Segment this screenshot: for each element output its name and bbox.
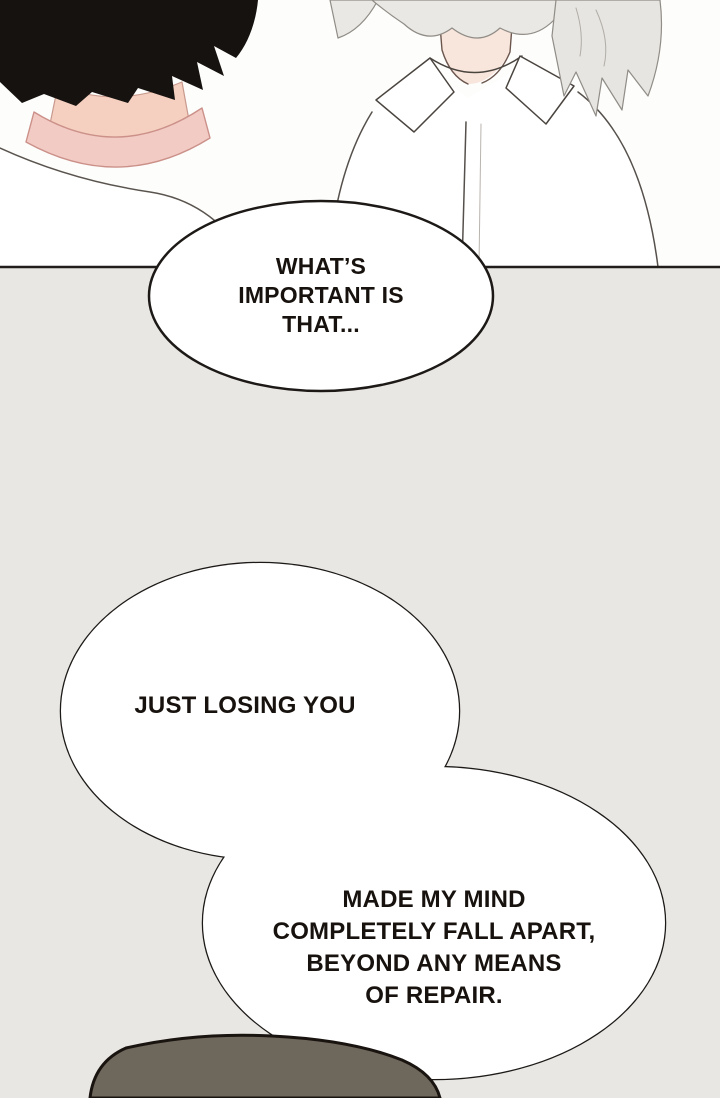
character-right-neck-line-right [481,0,515,84]
character-right-hair-fringe [371,0,563,39]
character-right-collar-right-wing [505,55,575,125]
foreground-character-head [88,1033,442,1098]
speech-bubble-2-text: JUST LOSING YOU [134,692,356,719]
speech-bubble-1 [147,199,495,393]
character-right-hair-strands [575,7,607,67]
character-right-collar-left-wing [375,57,455,133]
character-left-hair [0,0,258,106]
speech-bubble-1-text: WHAT’S IMPORTANT IS THAT... [238,253,404,337]
character-right-neckband [429,55,523,74]
character-left-collar [25,107,211,168]
character-right-hair-side [551,0,663,117]
character-right-shirt-placket-inner [478,123,482,268]
character-right-neck-line-left [437,0,469,85]
speech-bubble-3-text: MADE MY MIND COMPLETELY FALL APART, BEYO… [272,886,596,1009]
speech-bubble-2-3 [59,561,667,1081]
